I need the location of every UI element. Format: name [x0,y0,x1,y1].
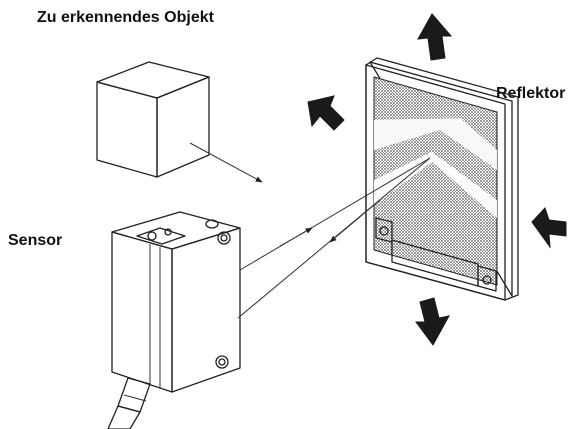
reflector-label: Reflektor [496,85,565,102]
arrow-left-icon [307,95,345,131]
reflected-beam-arrow [329,199,381,243]
arrow-right-icon [531,207,567,249]
emitted-beam [239,157,431,271]
sensor-label: Sensor [8,232,62,249]
arrow-down-icon [415,297,450,346]
arrow-up-icon [417,13,453,61]
object-cube-icon [96,61,210,178]
object-label: Zu erkennendes Objekt [37,9,215,26]
emitted-beam-arrow [279,227,313,247]
sensor-icon [107,211,241,429]
reflector-icon [365,57,519,301]
object-motion-arrow [189,142,263,183]
